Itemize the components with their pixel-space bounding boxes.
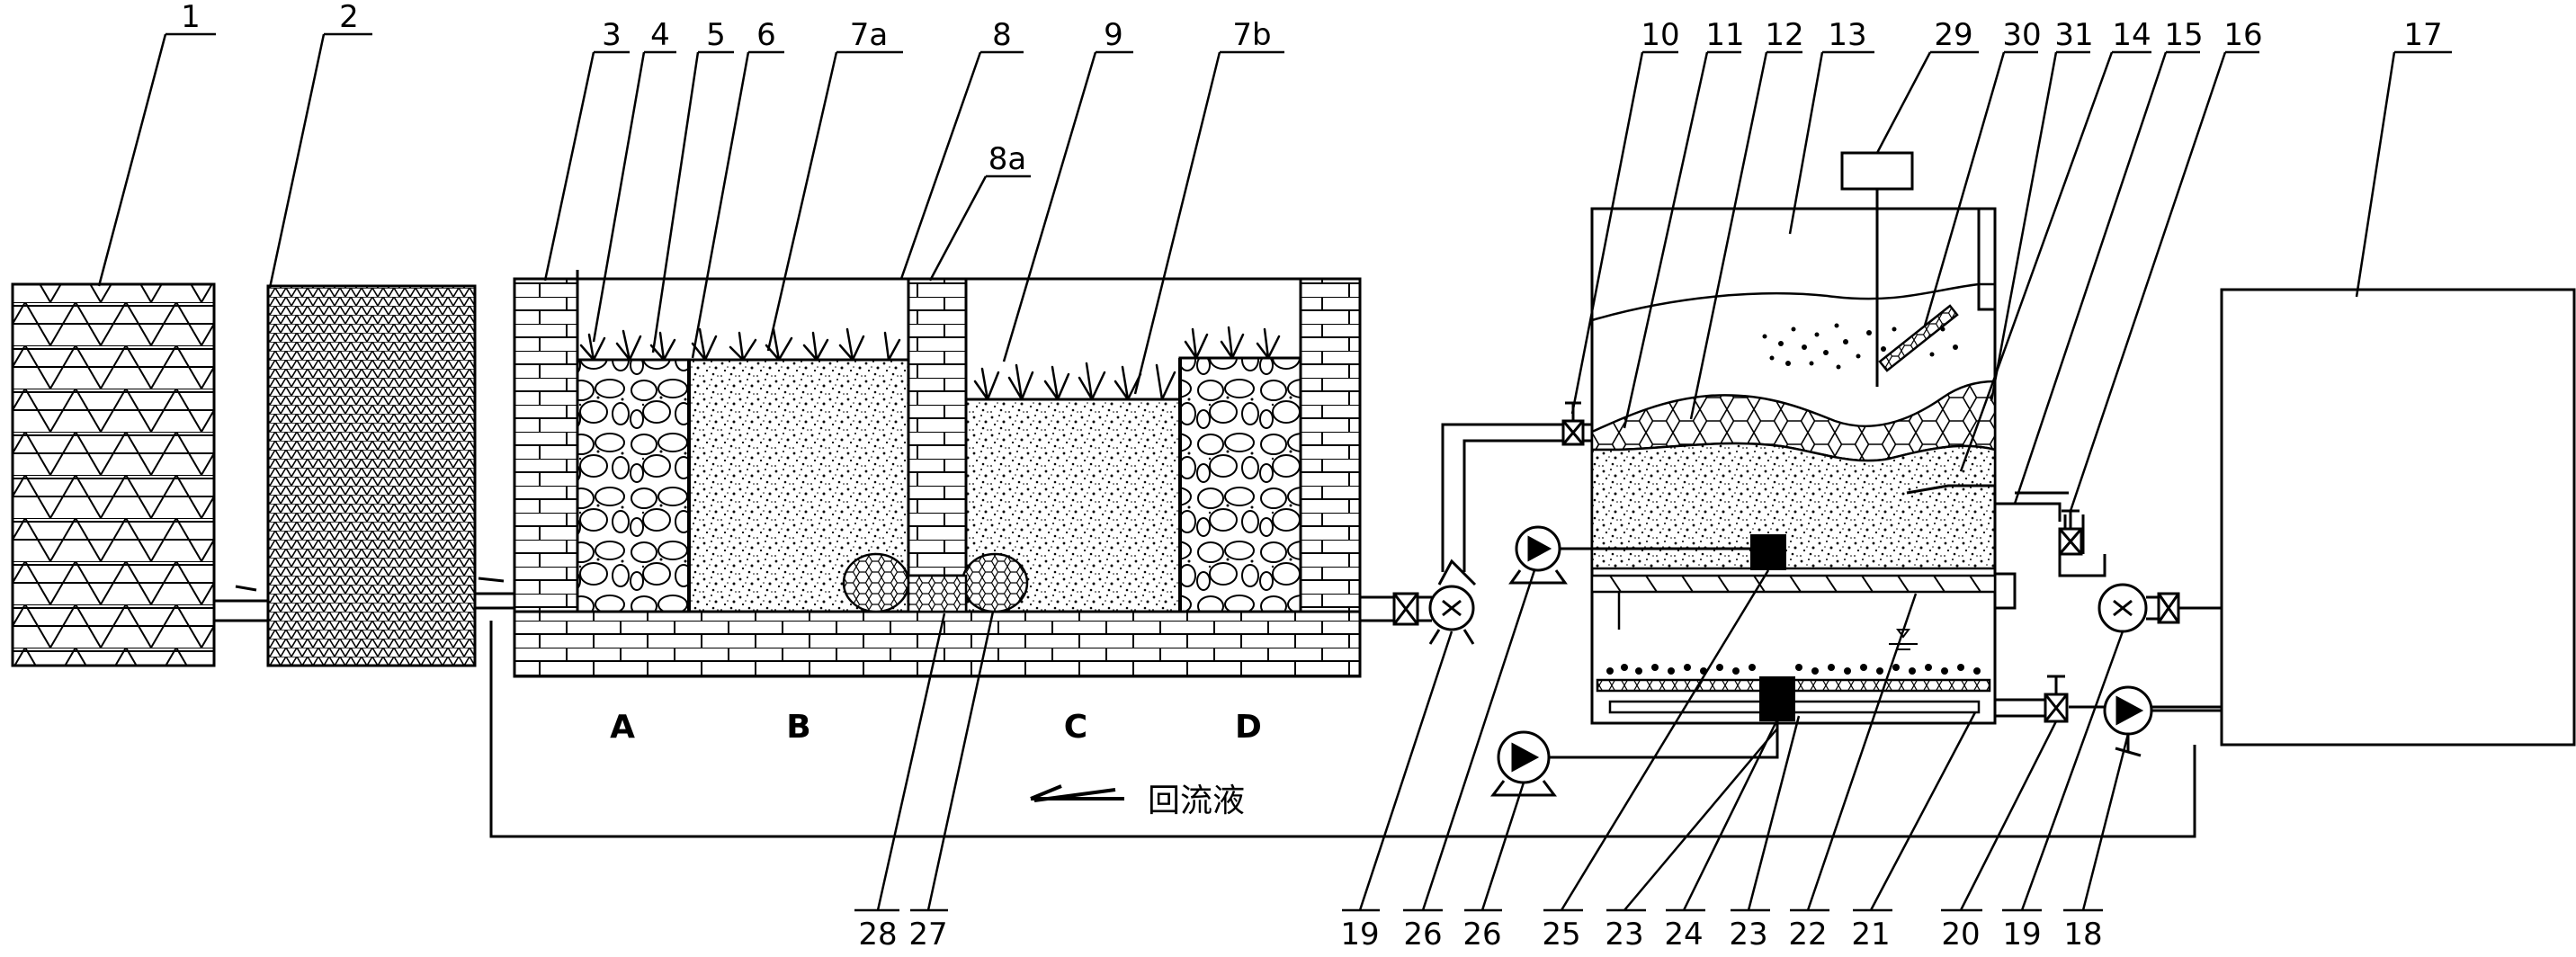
label-8a: 8a [988, 141, 1026, 177]
pump-26-upper [1508, 525, 1750, 585]
label-26-b: 26 [1462, 917, 1501, 953]
pump-26-lower [1490, 721, 1779, 797]
pump-19-left [1428, 559, 1477, 645]
label-30: 30 [2002, 17, 2041, 53]
zone-b-label: B [786, 709, 810, 746]
connector-gravel-27 [961, 552, 1029, 613]
zone-d-gravel [1178, 356, 1302, 613]
label-26-a: 26 [1403, 917, 1442, 953]
sand-layer-14 [1590, 442, 1997, 570]
label-28: 28 [858, 917, 897, 953]
connector-channel [907, 574, 968, 613]
aeration-diamonds [1606, 664, 1981, 675]
pump-18 [2103, 685, 2222, 757]
label-19-left: 19 [1340, 917, 1379, 953]
label-23-b: 23 [1729, 917, 1767, 953]
valve-10 [1561, 401, 1585, 446]
support-grid-22 [1590, 574, 1997, 594]
zone-c-label: C [1064, 709, 1087, 746]
pretreatment-tank-2 [266, 284, 477, 667]
tank-1-lattice [13, 305, 214, 652]
label-25: 25 [1542, 917, 1580, 953]
aerator-block-24 [1759, 676, 1795, 721]
wetland-middle-wall [907, 277, 968, 577]
zone-a-label: A [610, 709, 635, 746]
label-8: 8 [992, 17, 1012, 53]
pump-19-right [2058, 554, 2159, 633]
label-17: 17 [2403, 17, 2442, 53]
label-6: 6 [756, 17, 776, 53]
label-19-right: 19 [2002, 917, 2041, 953]
label-4: 4 [650, 17, 670, 53]
connector-gravel-28 [842, 552, 910, 613]
label-2: 2 [339, 0, 359, 35]
label-29: 29 [1934, 17, 1972, 53]
label-1: 1 [181, 0, 201, 35]
overflow-pipe-15 [1906, 484, 2017, 610]
wetland-outlet-valve [1392, 592, 1419, 626]
valve-16 [2058, 509, 2083, 556]
label-9: 9 [1104, 17, 1123, 53]
label-23-a: 23 [1605, 917, 1643, 953]
label-31: 31 [2054, 17, 2093, 53]
label-7a: 7a [850, 17, 888, 53]
recycle-line [489, 621, 2196, 838]
diffuser-30 [1878, 304, 1959, 372]
label-20: 20 [1941, 917, 1980, 953]
plants-zone-ab [579, 327, 901, 362]
label-5: 5 [706, 17, 726, 53]
label-10: 10 [1641, 17, 1679, 53]
leader-lines-bottom [854, 569, 2130, 912]
label-21: 21 [1851, 917, 1890, 953]
label-27: 27 [908, 917, 947, 953]
wetland-pipes [1360, 595, 1432, 622]
label-11: 11 [1705, 17, 1744, 53]
label-7b: 7b [1232, 17, 1271, 53]
separator-tank [1590, 151, 2017, 725]
label-16: 16 [2223, 17, 2262, 53]
pretreatment-tank-1 [11, 282, 216, 667]
label-15: 15 [2164, 17, 2203, 53]
scum-surface [1591, 282, 1995, 322]
valve-19-right [2157, 592, 2222, 624]
wetland-left-wall [513, 277, 579, 613]
zone-d-label: D [1235, 709, 1262, 746]
sensor-block-25 [1750, 534, 1786, 570]
label-22: 22 [1788, 917, 1827, 953]
connecting-pipes [214, 577, 516, 622]
recycle-arrow-icon [1030, 784, 1124, 802]
storage-tank-17 [2220, 288, 2576, 747]
label-24: 24 [1664, 917, 1703, 953]
label-13: 13 [1828, 17, 1866, 53]
plants-zone-cd [973, 326, 1281, 401]
constructed-wetland [513, 270, 1362, 678]
wetland-right-wall [1299, 277, 1362, 613]
motor-29 [1840, 151, 1914, 191]
leader-lines-top [97, 32, 2452, 512]
label-12: 12 [1765, 17, 1803, 53]
recycle-legend: 回流液 [1148, 783, 1245, 819]
zone-a-gravel [576, 358, 691, 613]
label-18: 18 [2063, 917, 2102, 953]
label-14: 14 [2112, 17, 2151, 53]
label-3: 3 [602, 17, 622, 53]
valve-20 [2044, 675, 2069, 723]
